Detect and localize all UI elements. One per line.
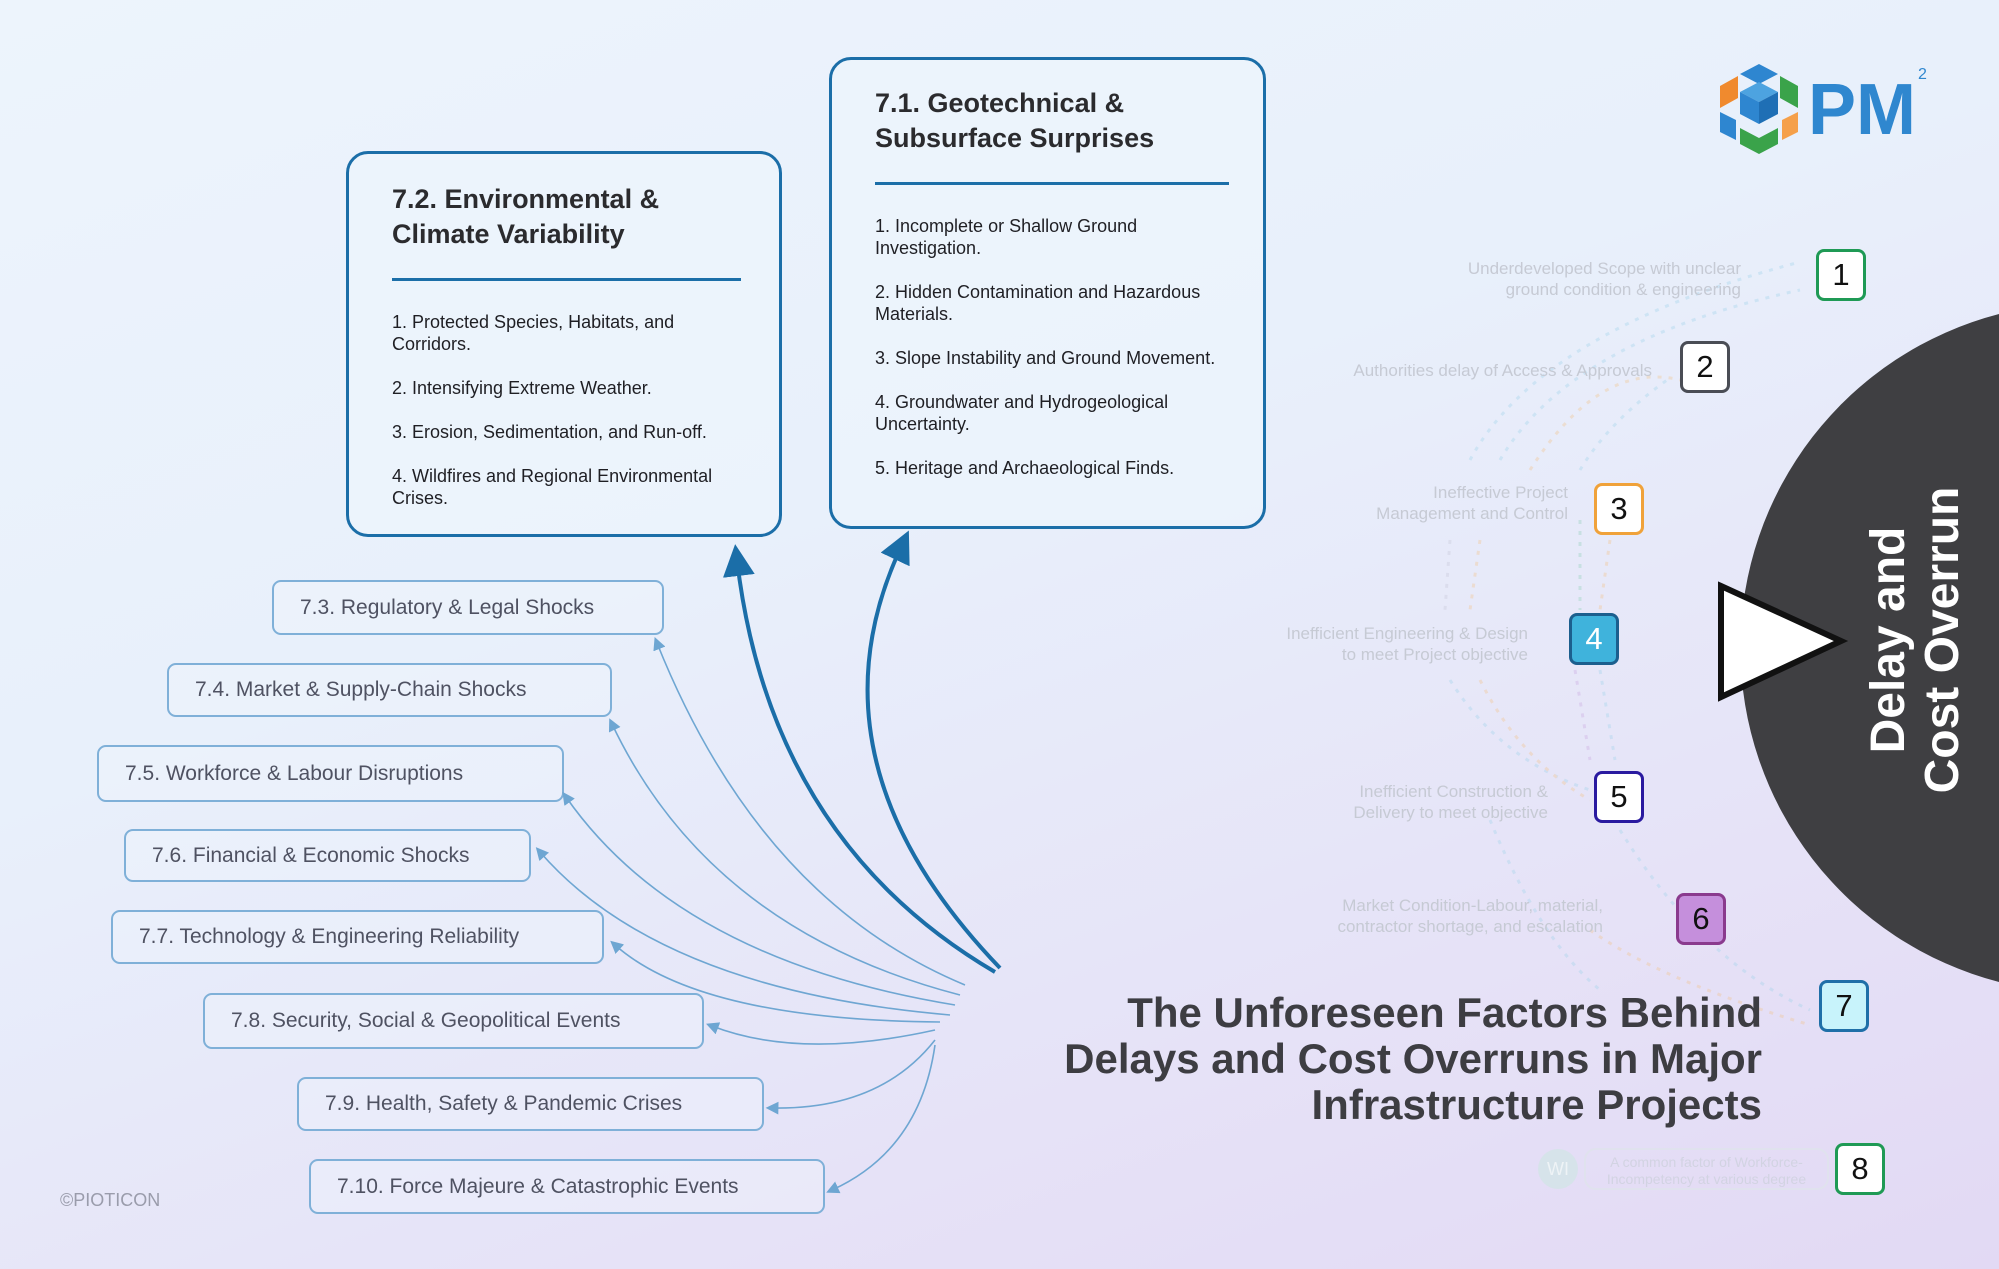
factor-security: 7.8. Security, Social & Geopolitical Eve… bbox=[203, 993, 704, 1049]
environmental-title: 7.2. Environmental &Climate Variability bbox=[392, 184, 660, 249]
list-item: 2. Hidden Contamination and Hazardous Ma… bbox=[875, 282, 1201, 324]
factor-financial: 7.6. Financial & Economic Shocks bbox=[124, 829, 531, 882]
arrow-to-environmental bbox=[722, 544, 997, 974]
list-item: 4. Groundwater and Hydrogeological Uncer… bbox=[875, 392, 1169, 434]
cause-number-1: 1 bbox=[1816, 249, 1866, 301]
cause-number-2: 2 bbox=[1680, 341, 1730, 393]
list-item: 4. Wildfires and Regional Environmental … bbox=[392, 466, 713, 508]
arrow-to-technology bbox=[610, 940, 941, 1023]
divider bbox=[875, 182, 1229, 185]
cause-number-4: 4 bbox=[1569, 613, 1619, 665]
arrow-to-health bbox=[765, 1039, 936, 1115]
list-item: 1. Protected Species, Habitats, and Corr… bbox=[392, 312, 675, 354]
factor-health: 7.9. Health, Safety & Pandemic Crises bbox=[297, 1077, 764, 1131]
factor-market: 7.4. Market & Supply-Chain Shocks bbox=[167, 663, 612, 717]
cause-number-6: 6 bbox=[1676, 893, 1726, 945]
cause-number-5: 5 bbox=[1594, 771, 1644, 823]
play-triangle-icon bbox=[1718, 581, 1849, 702]
list-item: 1. Incomplete or Shallow Ground Investig… bbox=[875, 216, 1138, 258]
cause-label-8: A common factor of Workforce-Incompetenc… bbox=[1584, 1148, 1829, 1190]
factor-technology: 7.7. Technology & Engineering Reliabilit… bbox=[111, 910, 604, 964]
cube-logo-icon bbox=[1720, 64, 1798, 154]
cause-label-6: Market Condition-Labour, material,contra… bbox=[1337, 896, 1603, 936]
arrow-to-workforce bbox=[562, 791, 956, 1006]
arrow-to-market bbox=[608, 718, 961, 996]
list-item: 3. Slope Instability and Ground Movement… bbox=[875, 348, 1216, 368]
factor-regulatory: 7.3. Regulatory & Legal Shocks bbox=[272, 580, 664, 635]
workforce-badge: WI bbox=[1538, 1149, 1578, 1189]
cause-number-7: 7 bbox=[1819, 980, 1869, 1032]
arrow-to-financial bbox=[535, 847, 951, 1016]
cause-number-8: 8 bbox=[1835, 1143, 1885, 1195]
copyright: ©PIOTICON bbox=[60, 1190, 161, 1210]
list-item: 2. Intensifying Extreme Weather. bbox=[392, 378, 652, 398]
factor-workforce: 7.5. Workforce & Labour Disruptions bbox=[97, 745, 564, 802]
factor-force-majeure: 7.10. Force Majeure & Catastrophic Event… bbox=[309, 1159, 825, 1214]
outcome-circle bbox=[1740, 314, 1999, 982]
arrow-to-regulatory bbox=[653, 637, 966, 986]
list-item: 5. Heritage and Archaeological Finds. bbox=[875, 458, 1175, 478]
cause-label-2: Authorities delay of Access & Approvals bbox=[1353, 361, 1652, 380]
environmental-box: 7.2. Environmental &Climate Variability … bbox=[346, 151, 782, 537]
geotechnical-box: 7.1. Geotechnical &Subsurface Surprises … bbox=[829, 57, 1266, 529]
geotechnical-title: 7.1. Geotechnical &Subsurface Surprises bbox=[875, 88, 1155, 153]
cause-label-5: Inefficient Construction &Delivery to me… bbox=[1353, 782, 1548, 822]
arrow-to-geotechnical bbox=[865, 530, 1002, 970]
logo-superscript: 2 bbox=[1918, 66, 1927, 83]
cause-number-3: 3 bbox=[1594, 483, 1644, 535]
list-item: 3. Erosion, Sedimentation, and Run-off. bbox=[392, 422, 707, 442]
logo-text: PM bbox=[1808, 70, 1916, 150]
arrow-to-security bbox=[706, 1022, 936, 1045]
pm2-logo: PM 2 bbox=[1716, 62, 1936, 158]
divider bbox=[392, 278, 741, 281]
arrow-to-force-majeure bbox=[826, 1044, 936, 1194]
